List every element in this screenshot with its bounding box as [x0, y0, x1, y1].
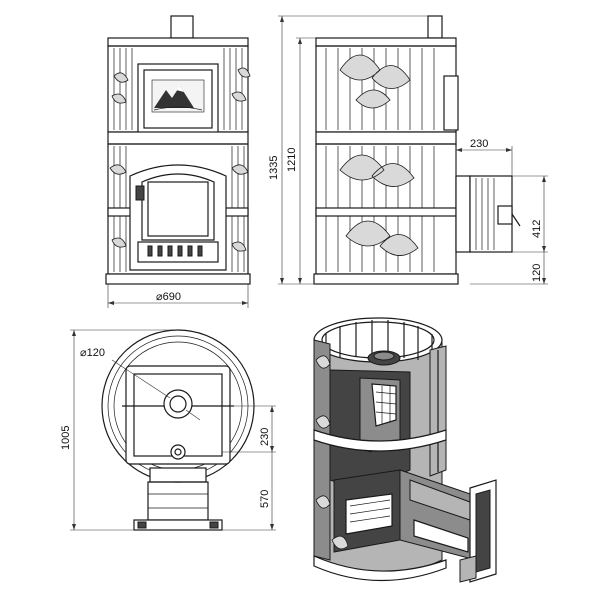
plan-depth-label-570: 570 [259, 490, 271, 508]
outlet-base-label-120: 120 [531, 264, 543, 282]
plan-offset-label-230: 230 [259, 428, 271, 446]
side-upper-bars [325, 48, 435, 130]
front-upper-bars [113, 48, 243, 130]
height-label-1335: 1335 [268, 156, 280, 180]
plan-view: ⌀120 1005 230 570 [60, 329, 276, 531]
lower-leaf-ornament [345, 220, 419, 256]
height-label-1210: 1210 [286, 148, 298, 172]
front-view: ⌀690 [105, 15, 251, 308]
depth-label-1005: 1005 [60, 426, 72, 450]
flue-outlet [163, 389, 193, 419]
diameter-label: ⌀690 [156, 291, 181, 303]
middle-leaf-ornament [339, 154, 415, 187]
stone-grid [375, 386, 397, 424]
top-rail-bars [325, 320, 433, 364]
offset-label-230: 230 [470, 138, 488, 150]
grate-bars [349, 499, 391, 523]
flue-diameter-label: ⌀120 [80, 347, 105, 359]
side-view: 1335 1210 230 412 120 [268, 15, 548, 285]
upper-leaf-ornament [339, 54, 411, 109]
mountain-picture-icon [151, 79, 205, 113]
outlet-height-label-412: 412 [531, 220, 543, 238]
cutaway-isometric-view [313, 317, 497, 583]
ash-door-vents [147, 245, 203, 257]
